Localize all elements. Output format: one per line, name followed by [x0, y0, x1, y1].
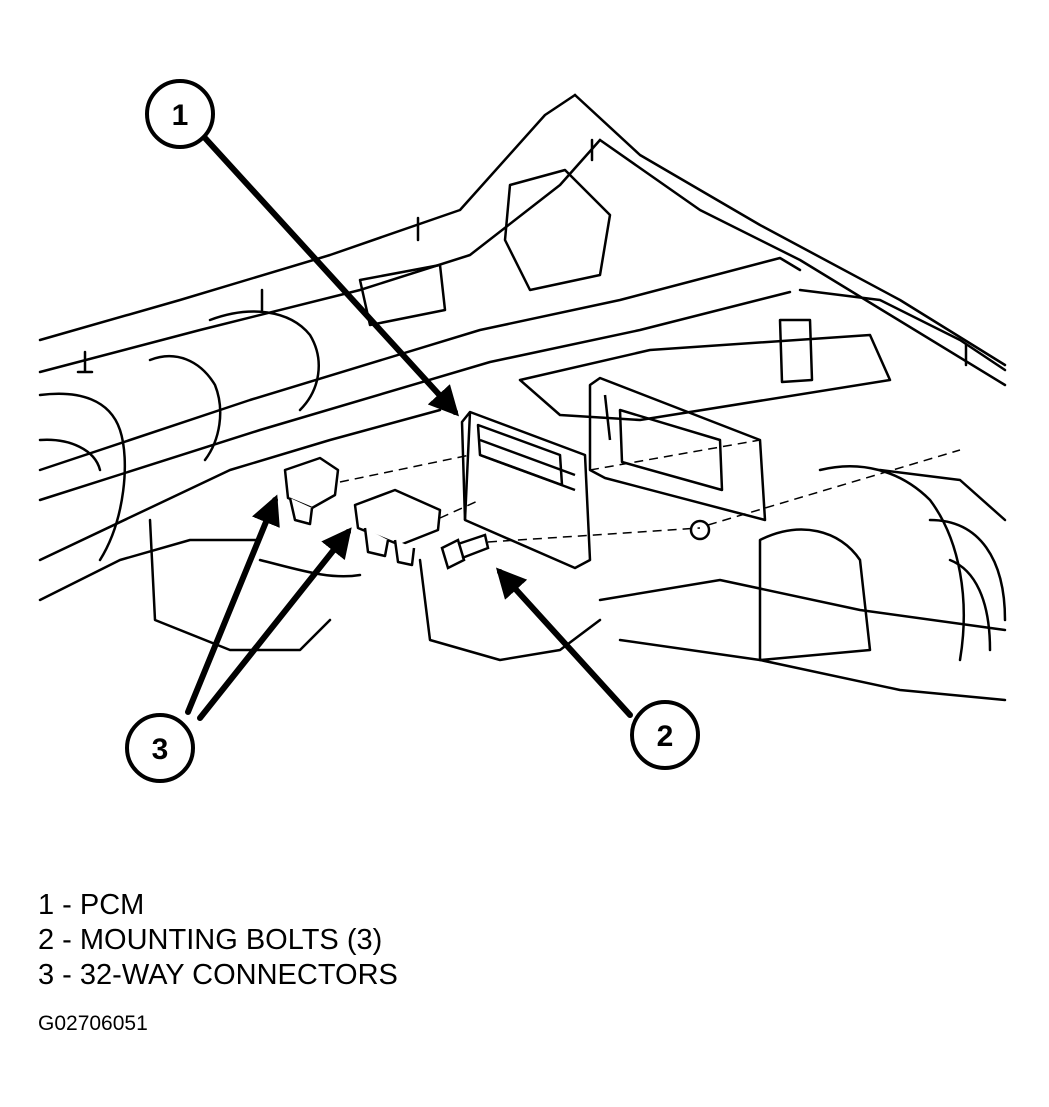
callout-leaders	[185, 135, 633, 721]
leader-3b	[197, 527, 352, 721]
callout-2-number: 2	[657, 720, 674, 753]
connector-left	[283, 456, 340, 526]
callout-3: 3	[125, 713, 195, 783]
figure-id: G02706051	[38, 1012, 148, 1035]
connector-right	[353, 488, 442, 567]
leader-1	[202, 135, 460, 417]
callout-3-number: 3	[152, 733, 169, 766]
alignment-lines	[339, 439, 961, 543]
callout-2: 2	[630, 700, 700, 770]
legend-item-1: 1 - PCM	[38, 889, 145, 921]
cowl-and-fender-linework	[38, 93, 1007, 702]
pcm-mounting-bracket	[588, 376, 767, 522]
mounting-bolt	[440, 533, 490, 570]
legend-item-3: 3 - 32-WAY CONNECTORS	[38, 959, 398, 991]
pcm-module	[460, 410, 592, 570]
callout-1: 1	[145, 79, 215, 149]
leader-3a	[185, 494, 280, 715]
legend-item-2: 2 - MOUNTING BOLTS (3)	[38, 924, 383, 956]
legend: 1 - PCM 2 - MOUNTING BOLTS (3) 3 - 32-WA…	[38, 888, 398, 993]
callout-1-number: 1	[172, 99, 189, 132]
leader-2	[495, 567, 633, 718]
engine-compartment-illustration: 1 2 3	[38, 79, 1007, 783]
mounting-nut	[689, 519, 711, 541]
